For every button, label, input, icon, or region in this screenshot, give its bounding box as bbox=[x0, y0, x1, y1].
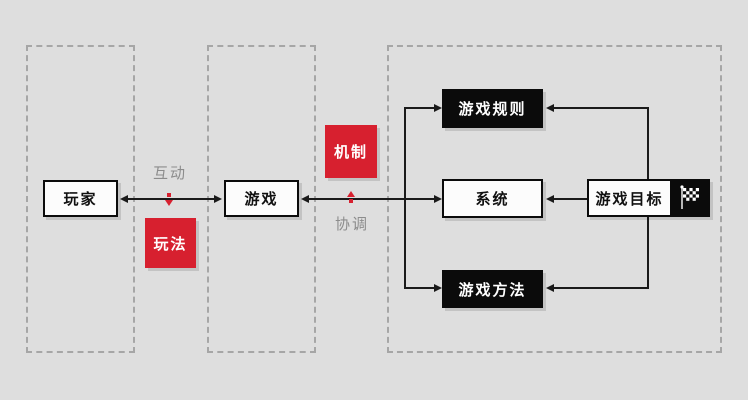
node-mechanism: 机制 bbox=[325, 125, 377, 178]
node-system-label: 系统 bbox=[475, 191, 510, 208]
gameplay-connector-arrow-icon bbox=[165, 200, 173, 206]
arrowhead-to-rules bbox=[434, 104, 442, 112]
arrowhead-goal-to-system bbox=[546, 195, 554, 203]
node-game-goal-label: 游戏目标 bbox=[595, 190, 664, 208]
node-system: 系统 bbox=[442, 179, 543, 218]
node-gameplay: 玩法 bbox=[145, 218, 196, 268]
arrowhead-to-player bbox=[120, 195, 128, 203]
edge-label-coordination: 协调 bbox=[334, 216, 369, 233]
edge-label-interaction: 互动 bbox=[152, 165, 187, 182]
node-game-goal: 游戏目标 bbox=[587, 179, 710, 217]
edge-game-system bbox=[308, 198, 436, 200]
edge-goal-methods-vertical bbox=[647, 217, 649, 289]
arrowhead-goal-to-rules bbox=[546, 104, 554, 112]
mechanism-connector-arrow-icon bbox=[347, 191, 355, 197]
node-player: 玩家 bbox=[43, 180, 118, 217]
node-game-label: 游戏 bbox=[244, 191, 279, 208]
node-game: 游戏 bbox=[224, 180, 299, 217]
edge-goal-rules-horizontal bbox=[553, 107, 649, 109]
node-game-rules-label: 游戏规则 bbox=[458, 101, 527, 118]
checkered-flag-icon bbox=[670, 181, 708, 215]
node-player-label: 玩家 bbox=[63, 191, 98, 208]
branch-to-rules-line bbox=[404, 107, 434, 109]
node-mechanism-label: 机制 bbox=[333, 144, 368, 161]
arrowhead-to-system bbox=[434, 195, 442, 203]
arrowhead-to-game-left bbox=[214, 195, 222, 203]
gameplay-connector-dot bbox=[167, 193, 171, 197]
branch-vertical-line bbox=[404, 107, 406, 289]
node-game-rules: 游戏规则 bbox=[442, 89, 543, 128]
edge-goal-rules-vertical bbox=[647, 108, 649, 179]
arrowhead-goal-to-methods bbox=[546, 284, 554, 292]
arrowhead-to-game-right bbox=[301, 195, 309, 203]
arrowhead-to-methods bbox=[434, 284, 442, 292]
mechanism-connector-dot bbox=[349, 199, 353, 203]
node-game-methods-label: 游戏方法 bbox=[458, 281, 527, 299]
edge-player-game bbox=[127, 198, 217, 200]
branch-to-methods-line bbox=[404, 287, 434, 289]
edge-goal-methods-horizontal bbox=[553, 287, 649, 289]
node-game-methods: 游戏方法 bbox=[442, 270, 543, 308]
edge-goal-system bbox=[553, 198, 587, 200]
node-gameplay-label: 玩法 bbox=[153, 235, 188, 253]
